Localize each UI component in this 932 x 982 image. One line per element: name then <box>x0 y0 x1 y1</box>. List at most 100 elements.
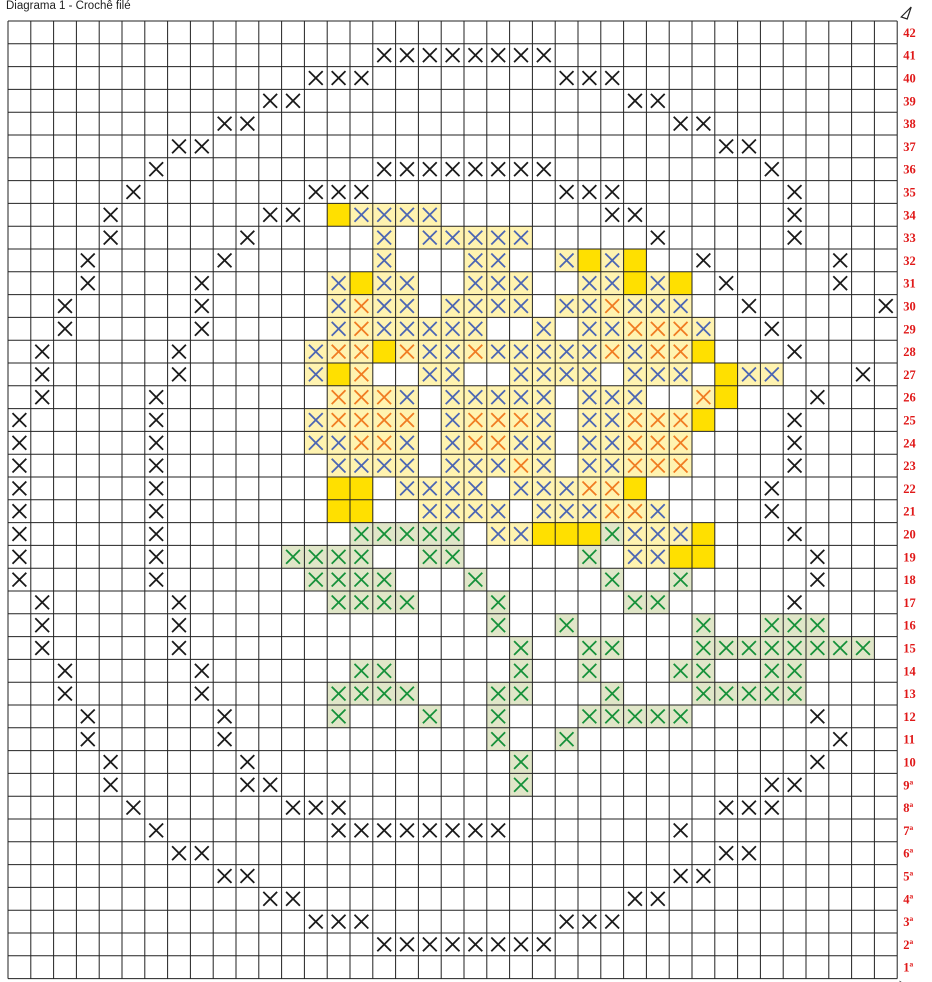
stitch-x <box>469 162 483 176</box>
row-label: 1ª <box>903 961 913 975</box>
stitch-x <box>172 641 186 655</box>
stitch-x <box>127 185 141 199</box>
stitch-x <box>172 846 186 860</box>
stitch-x <box>309 71 323 85</box>
stitch-x <box>195 664 209 678</box>
stitch-x <box>537 938 551 952</box>
stitch-x <box>218 710 232 724</box>
row-label: 8ª <box>903 801 913 815</box>
stitch-x <box>788 345 802 359</box>
stitch-x <box>583 71 597 85</box>
row-label: 23 <box>903 459 916 473</box>
stitch-x <box>537 162 551 176</box>
row-label: 42 <box>903 26 916 40</box>
stitch-x <box>605 71 619 85</box>
row-label: 25 <box>903 414 916 428</box>
stitch-x <box>58 664 72 678</box>
stitch-x <box>35 390 49 404</box>
stitch-x <box>149 504 163 518</box>
stitch-x <box>605 915 619 929</box>
stitch-x <box>377 48 391 62</box>
solid-yellow-cell <box>715 363 738 386</box>
stitch-x <box>149 459 163 473</box>
stitch-x <box>469 938 483 952</box>
stitch-x <box>788 413 802 427</box>
stitch-x <box>195 322 209 336</box>
stitch-x <box>811 573 825 587</box>
stitch-x <box>58 322 72 336</box>
stitch-x <box>605 185 619 199</box>
start-arrow-icon <box>901 7 911 19</box>
row-label: 27 <box>903 368 916 382</box>
stitch-x <box>286 801 300 815</box>
solid-yellow-cell <box>327 500 350 523</box>
solid-yellow-cell <box>327 363 350 386</box>
stitch-x <box>104 778 118 792</box>
stitch-x <box>719 276 733 290</box>
stitch-x <box>537 48 551 62</box>
stitch-x <box>218 117 232 131</box>
stitch-x <box>423 162 437 176</box>
row-label: 6ª <box>903 847 913 861</box>
stitch-x <box>13 504 27 518</box>
stitch-x <box>81 732 95 746</box>
row-label: 41 <box>903 49 916 63</box>
row-label: 14 <box>903 664 916 678</box>
stitch-x <box>674 824 688 838</box>
stitch-x <box>58 299 72 313</box>
stitch-x <box>583 915 597 929</box>
stitch-x <box>788 596 802 610</box>
stitch-x <box>400 48 414 62</box>
stitch-x <box>674 117 688 131</box>
stitch-x <box>13 527 27 541</box>
stitch-x <box>195 140 209 154</box>
solid-yellow-cell <box>669 545 692 568</box>
stitch-x <box>628 892 642 906</box>
row-label: 30 <box>903 300 916 314</box>
row-label: 16 <box>903 619 916 633</box>
solid-yellow-cell <box>624 272 647 295</box>
solid-yellow-cell <box>715 386 738 409</box>
stitch-x <box>742 846 756 860</box>
stitch-x <box>149 162 163 176</box>
row-label: 36 <box>903 163 916 177</box>
stitch-x <box>811 550 825 564</box>
stitch-x <box>833 276 847 290</box>
stitch-x <box>651 231 665 245</box>
stitch-x <box>514 48 528 62</box>
stitch-x <box>149 390 163 404</box>
solid-yellow-cell <box>624 477 647 500</box>
stitch-x <box>286 94 300 108</box>
stitch-x <box>355 185 369 199</box>
stitch-x <box>35 641 49 655</box>
row-label: 35 <box>903 186 916 200</box>
stitch-x <box>13 550 27 564</box>
stitch-x <box>377 824 391 838</box>
stitch-x <box>423 824 437 838</box>
solid-yellow-cell <box>692 545 715 568</box>
stitch-x <box>788 185 802 199</box>
row-label: 33 <box>903 231 916 245</box>
solid-yellow-cell <box>327 477 350 500</box>
row-label: 5ª <box>903 870 913 884</box>
stitch-x <box>332 185 346 199</box>
stitch-x <box>13 413 27 427</box>
stitch-x <box>788 459 802 473</box>
row-label: 17 <box>903 596 916 610</box>
stitch-x <box>697 869 711 883</box>
stitch-x <box>491 48 505 62</box>
stitch-x <box>400 162 414 176</box>
stitch-x <box>811 390 825 404</box>
stitch-x <box>788 527 802 541</box>
stitch-x <box>674 869 688 883</box>
stitch-x <box>811 710 825 724</box>
stitch-x <box>172 368 186 382</box>
stitch-x <box>651 892 665 906</box>
stitch-x <box>332 801 346 815</box>
stitch-x <box>765 801 779 815</box>
row-label: 31 <box>903 277 916 291</box>
stitch-x <box>651 94 665 108</box>
stitch-x <box>104 231 118 245</box>
row-label: 20 <box>903 528 916 542</box>
